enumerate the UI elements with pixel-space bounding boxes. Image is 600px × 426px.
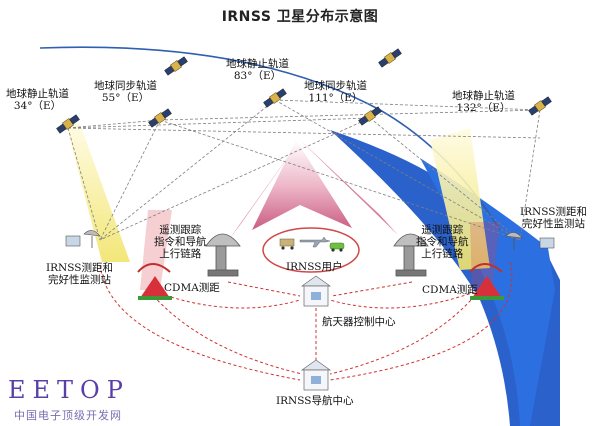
left-uplink-line3: 上行链路 <box>159 248 202 260</box>
user-car-icon <box>329 242 345 252</box>
satellite-icon <box>378 48 402 68</box>
beam-yellow-left <box>66 124 130 262</box>
beam-red-left <box>140 210 172 290</box>
sat2-line1: 地球同步轨道 <box>94 80 157 92</box>
left-uplink-line2: 指令和导航 <box>154 236 207 248</box>
beam-pink-right <box>300 140 398 235</box>
right-monitor-line2: 完好性监测站 <box>521 218 585 230</box>
left-monitor-line2: 完好性监测站 <box>47 274 111 286</box>
satellite-label-3: 地球静止轨道 83°（E） <box>226 58 289 82</box>
users-label: IRNSS用户 <box>286 261 343 273</box>
sat5-line2: 132°（E） <box>456 102 511 114</box>
nav-center-building-icon <box>300 359 332 391</box>
satellite-icon <box>263 88 287 108</box>
satellite-label-4: 地球同步轨道 111°（E） <box>304 80 367 104</box>
right-uplink-dish-icon <box>393 233 429 277</box>
satellite-icon <box>528 96 552 116</box>
beam-yellow-right <box>430 128 490 270</box>
left-uplink-label: 遥测跟踪 指令和导航 上行链路 <box>154 224 207 260</box>
left-uplink-dish-icon <box>205 233 241 277</box>
earth-edge <box>420 158 555 426</box>
beam-pink-left <box>230 140 300 238</box>
right-monitor-label: IRNSS测距和 完好性监测站 <box>520 206 587 230</box>
satellite-label-2: 地球同步轨道 55°（E） <box>94 80 157 104</box>
diagram-title: IRNSS 卫星分布示意图 <box>221 9 379 25</box>
right-cdma-label: CDMA测距 <box>422 284 478 296</box>
eetop-tagline: 中国电子顶级开发网 <box>14 409 122 422</box>
left-monitor-line1: IRNSS测距和 <box>46 262 113 274</box>
ground-links <box>99 261 513 381</box>
right-cdma-station-icon <box>469 263 504 300</box>
earth-surface <box>330 130 560 426</box>
satellite-label-5: 地球静止轨道 132°（E） <box>452 90 515 114</box>
sat1-line1: 地球静止轨道 <box>6 88 69 100</box>
control-center-building-icon <box>300 275 332 307</box>
beam-pink-center <box>252 140 352 230</box>
satellite-group <box>56 48 552 134</box>
satellite-icon <box>148 108 172 128</box>
right-uplink-line2: 指令和导航 <box>416 236 469 248</box>
left-monitor-label: IRNSS测距和 完好性监测站 <box>46 262 113 286</box>
eetop-logo: EETOP <box>8 376 130 404</box>
right-uplink-line3: 上行链路 <box>421 248 464 260</box>
satellite-icon <box>56 114 80 134</box>
nav-center-label: IRNSS导航中心 <box>276 395 354 407</box>
left-uplink-line1: 遥测跟踪 <box>159 224 202 236</box>
sat4-line2: 111°（E） <box>308 92 363 104</box>
satellite-icon <box>164 56 188 76</box>
sat5-line1: 地球静止轨道 <box>452 90 515 102</box>
sat3-line1: 地球静止轨道 <box>226 58 289 70</box>
right-uplink-line1: 遥测跟踪 <box>421 224 464 236</box>
right-monitor-line1: IRNSS测距和 <box>520 206 587 218</box>
user-plane-icon <box>299 236 331 248</box>
sat1-line2: 34°（E） <box>13 100 62 112</box>
sat3-line2: 83°（E） <box>233 70 282 82</box>
left-cdma-station-icon <box>137 263 172 300</box>
sat2-line2: 55°（E） <box>101 92 150 104</box>
left-monitor-station-icon <box>65 230 101 248</box>
right-uplink-label: 遥测跟踪 指令和导航 上行链路 <box>416 224 469 260</box>
user-truck-icon <box>279 238 295 250</box>
control-center-label: 航天器控制中心 <box>322 316 396 328</box>
sat4-line1: 地球同步轨道 <box>304 80 367 92</box>
left-cdma-label: CDMA测距 <box>164 282 220 294</box>
satellite-icon <box>358 106 382 126</box>
satellite-links <box>67 99 541 241</box>
satellite-label-1: 地球静止轨道 34°（E） <box>6 88 69 112</box>
right-monitor-station-icon <box>505 232 555 250</box>
beam-red-right <box>470 222 500 290</box>
